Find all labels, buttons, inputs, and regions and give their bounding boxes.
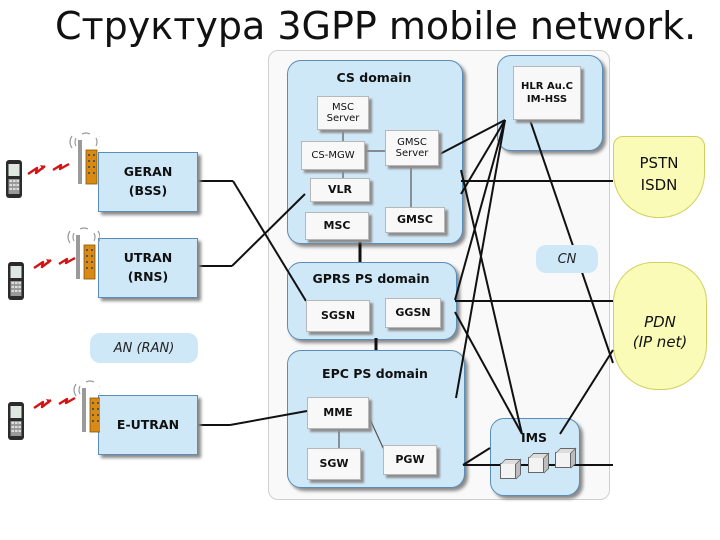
pdn-ip-network: PDN (IP net): [613, 262, 707, 390]
epc-ps-domain-label: EPC PS domain: [322, 366, 428, 381]
eutran-label: E-UTRAN: [116, 416, 180, 432]
ggsn-box: GGSN: [385, 298, 441, 328]
an-ran-label: AN (RAN): [90, 333, 198, 363]
ims-server-icon: [500, 463, 516, 479]
msc-box: MSC: [305, 212, 369, 240]
mme-box: MME: [307, 397, 369, 429]
vlr-label: VLR: [328, 182, 352, 196]
utran-label: UTRAN (RNS): [123, 250, 173, 284]
gmsc-label: GMSC: [397, 212, 433, 226]
pgw-box: PGW: [383, 445, 437, 475]
pstn-isdn-label: PSTN ISDN: [639, 154, 679, 194]
msc-server-label: MSC Server: [326, 101, 360, 125]
gmsc-server-box: GMSC Server: [385, 130, 439, 166]
geran-label: GERAN (BSS): [123, 164, 173, 198]
gmsc-server-label: GMSC Server: [395, 136, 429, 160]
cs-domain-label: CS domain: [336, 70, 412, 85]
gprs-ps-domain-label: GPRS PS domain: [312, 271, 430, 286]
cs-mgw-box: CS-MGW: [301, 141, 365, 170]
page-title: Структура 3GPP mobile network.: [55, 4, 697, 48]
radio-access-icons: [6, 132, 100, 440]
cs-mgw-label: CS-MGW: [311, 149, 355, 161]
cn-label: CN: [536, 245, 598, 273]
utran-box: UTRAN (RNS): [98, 238, 198, 298]
sgw-label: SGW: [319, 456, 349, 470]
msc-label: MSC: [323, 218, 351, 232]
gmsc-box: GMSC: [385, 207, 445, 233]
ims-server-icon: [555, 452, 571, 468]
pgw-label: PGW: [395, 452, 425, 466]
hlr-auc-imhss-label: HLR Au.C IM-HSS: [521, 80, 573, 106]
ggsn-label: GGSN: [395, 305, 431, 319]
sgsn-box: SGSN: [306, 300, 370, 332]
pdn-ip-net-label: (IP net): [632, 333, 688, 351]
msc-server-box: MSC Server: [317, 96, 369, 130]
mme-label: MME: [323, 405, 353, 419]
pstn-isdn-network: PSTN ISDN: [613, 136, 705, 218]
pdn-label: PDN: [644, 313, 676, 331]
vlr-box: VLR: [310, 178, 370, 202]
sgsn-label: SGSN: [320, 308, 356, 322]
sgw-box: SGW: [307, 448, 361, 480]
hlr-auc-imhss-box: HLR Au.C IM-HSS: [513, 66, 581, 120]
ims-server-icon: [528, 457, 544, 473]
geran-box: GERAN (BSS): [98, 152, 198, 212]
ims-label: IMS: [520, 430, 548, 445]
eutran-box: E-UTRAN: [98, 395, 198, 455]
